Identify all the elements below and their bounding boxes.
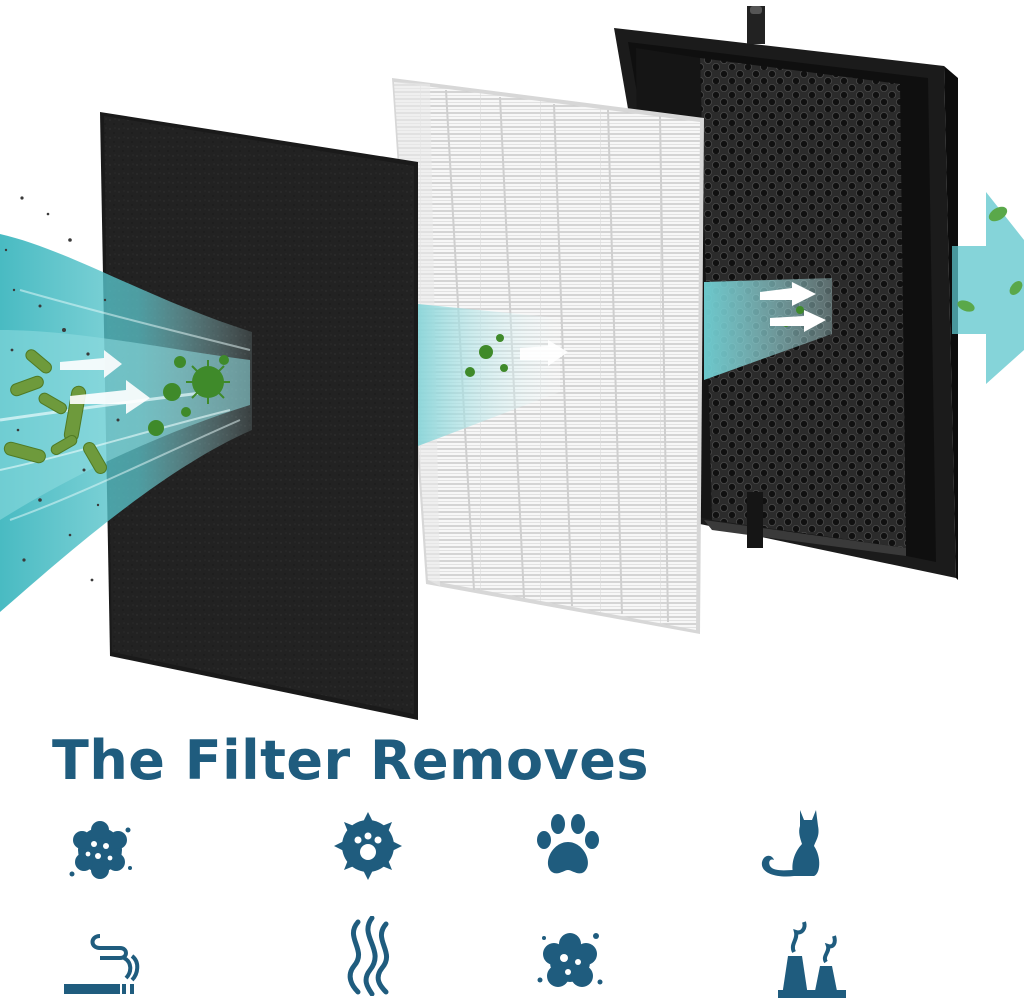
paw-icon [528, 806, 608, 886]
virus-particles [148, 355, 230, 436]
smoke-icon [60, 928, 140, 1008]
cat-icon [756, 806, 836, 886]
carbon-prefilter-sheet [100, 112, 418, 720]
filter-removes-heading: The Filter Removes [52, 729, 650, 792]
mold-icon [530, 922, 610, 1002]
airflow-stream-hepa [418, 304, 568, 446]
airflow-arrows [60, 350, 150, 414]
odor-icon [332, 916, 412, 996]
factory-icon [772, 918, 852, 998]
pollen-icon [328, 806, 408, 886]
dust-icon [60, 810, 140, 890]
clean-air-arrow [952, 192, 1024, 384]
airflow-stream-carbon [704, 278, 832, 380]
